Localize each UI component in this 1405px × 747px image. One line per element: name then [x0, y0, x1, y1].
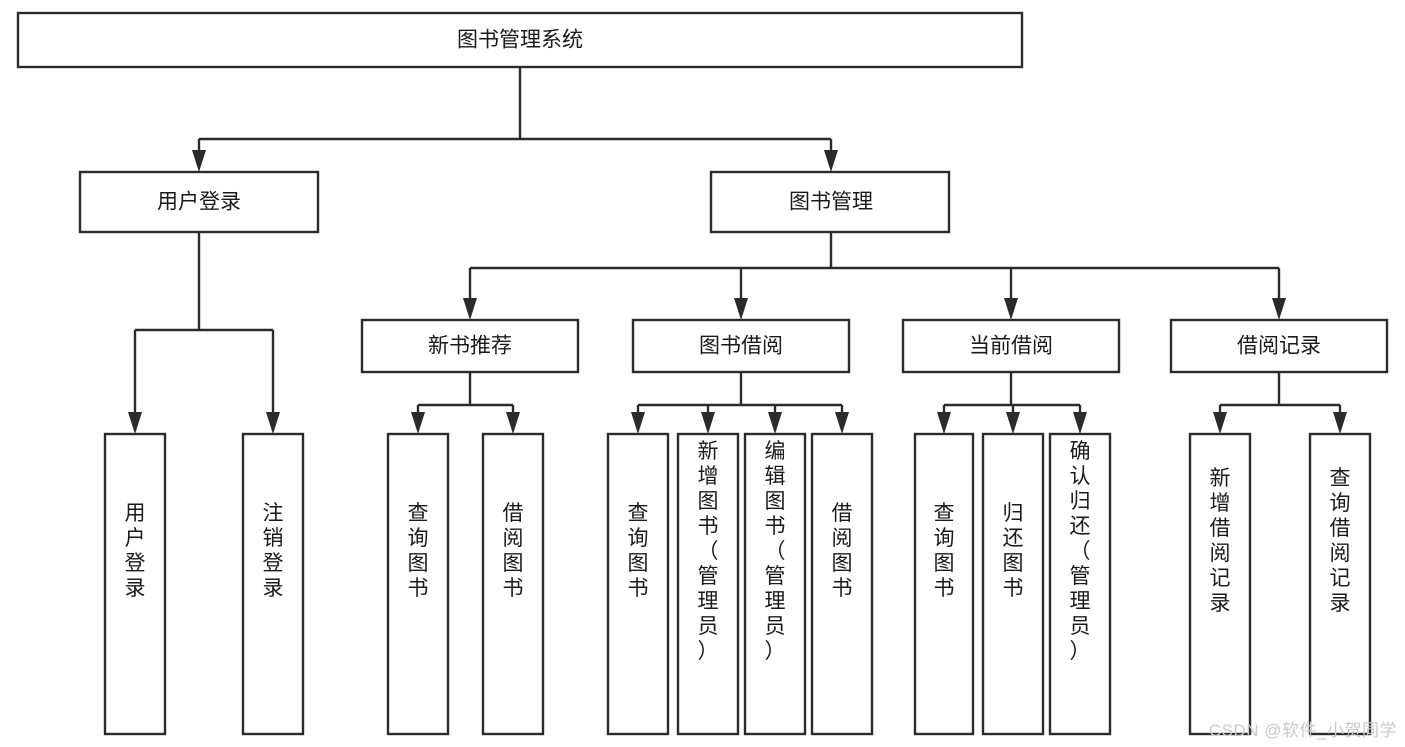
node-book-borrow-label: 图书借阅 [699, 335, 783, 358]
connector-group-root-to-level2 [192, 67, 838, 172]
leaf-node-return-book[interactable]: 归还图书 [981, 432, 1045, 736]
leaf-node-add-book-box [676, 432, 740, 736]
arrow-leaf-query-book-a [411, 412, 425, 434]
node-current-borrow[interactable]: 当前借阅 [901, 318, 1121, 374]
node-borrow-record-box [1169, 318, 1389, 374]
leaf-node-query-book-newbook-label: 查询图书 [408, 502, 429, 600]
leaf-node-add-book[interactable]: 新增图书（管理员） [676, 432, 740, 736]
leaf-node-user-login-label: 用户登录 [125, 502, 146, 600]
leaf-node-edit-book-box [743, 432, 807, 736]
leaf-node-query-book-current-box [913, 432, 975, 736]
node-borrow-record[interactable]: 借阅记录 [1169, 318, 1389, 374]
arrow-leaf-query-book-c [937, 412, 951, 434]
arrow-to-book-mgmt [824, 150, 838, 172]
leaf-node-return-book-box [981, 432, 1045, 736]
leaf-node-query-record[interactable]: 查询借阅记录 [1308, 432, 1372, 736]
node-book-management-box [709, 170, 951, 234]
leaf-node-query-record-label: 查询借阅记录 [1330, 467, 1351, 615]
node-book-management-label: 图书管理 [789, 191, 873, 214]
leaf-node-add-record-label: 新增借阅记录 [1210, 467, 1231, 615]
arrow-leaf-add-book [701, 412, 715, 434]
leaf-node-query-book-borrow[interactable]: 查询图书 [606, 432, 670, 736]
leaf-node-logout-box [241, 432, 305, 736]
leaf-node-borrow-book-borrow-label: 借阅图书 [832, 502, 853, 600]
arrow-to-new-book-rec [463, 298, 477, 320]
arrow-leaf-confirm-return [1073, 412, 1087, 434]
leaf-node-confirm-return[interactable]: 确认归还（管理员） [1048, 432, 1112, 736]
node-borrow-record-label: 借阅记录 [1237, 335, 1321, 358]
connector-group-userlogin-to-leaves [128, 232, 280, 434]
leaf-node-edit-book[interactable]: 编辑图书（管理员） [743, 432, 807, 736]
leaf-node-query-book-newbook-box [386, 432, 450, 736]
leaf-node-borrow-book-newbook[interactable]: 借阅图书 [481, 432, 545, 736]
arrow-leaf-query-record [1333, 412, 1347, 434]
node-user-login-box [78, 170, 320, 234]
node-user-login-label: 用户登录 [157, 191, 241, 214]
node-current-borrow-box [901, 318, 1121, 374]
node-user-login[interactable]: 用户登录 [78, 170, 320, 234]
leaf-node-user-login-box [103, 432, 167, 736]
leaf-node-query-book-current-label: 查询图书 [934, 502, 955, 600]
arrow-leaf-user-login [128, 412, 142, 434]
leaf-node-confirm-return-box [1048, 432, 1112, 736]
leaf-node-edit-book-label: 编辑图书（管理员） [765, 440, 786, 663]
connector-group-currentborrow-to-leaves [937, 372, 1087, 434]
leaf-node-logout-label: 注销登录 [263, 502, 284, 600]
arrow-to-borrow-record [1272, 298, 1286, 320]
arrow-leaf-add-record [1213, 412, 1227, 434]
leaf-node-borrow-book-newbook-label: 借阅图书 [503, 502, 524, 600]
arrow-to-user-login [192, 150, 206, 172]
leaf-node-query-record-box [1308, 432, 1372, 736]
leaf-node-query-book-borrow-box [606, 432, 670, 736]
arrow-to-book-borrow [734, 298, 748, 320]
node-book-management[interactable]: 图书管理 [709, 170, 951, 234]
node-root-label: 图书管理系统 [457, 29, 583, 52]
connector-group-bookmgmt-to-level3 [463, 232, 1286, 320]
leaf-node-return-book-label: 归还图书 [1003, 502, 1024, 600]
node-current-borrow-label: 当前借阅 [969, 335, 1053, 358]
connector-group-newbook-to-leaves [411, 372, 520, 434]
node-book-borrow[interactable]: 图书借阅 [631, 318, 851, 374]
leaf-node-query-book-borrow-label: 查询图书 [628, 502, 649, 600]
arrow-leaf-borrow-book-b [835, 412, 849, 434]
connector-group-borrowrecord-to-leaves [1213, 372, 1347, 434]
connector-group-bookborrow-to-leaves [631, 372, 849, 434]
arrow-leaf-borrow-book-a [506, 412, 520, 434]
node-new-book-recommend-label: 新书推荐 [428, 335, 512, 358]
arrow-to-current-borrow [1004, 298, 1018, 320]
leaf-node-confirm-return-label: 确认归还（管理员） [1070, 440, 1091, 663]
leaf-node-borrow-book-borrow-box [810, 432, 874, 736]
node-root-box [16, 11, 1024, 69]
node-new-book-recommend[interactable]: 新书推荐 [360, 318, 580, 374]
leaf-node-add-record[interactable]: 新增借阅记录 [1188, 432, 1252, 736]
leaf-node-user-login[interactable]: 用户登录 [103, 432, 167, 736]
arrow-leaf-return-book [1006, 412, 1020, 434]
leaf-node-logout[interactable]: 注销登录 [241, 432, 305, 736]
leaf-node-borrow-book-newbook-box [481, 432, 545, 736]
arrow-leaf-logout [266, 412, 280, 434]
arrow-leaf-query-book-b [631, 412, 645, 434]
node-new-book-recommend-box [360, 318, 580, 374]
leaf-node-add-record-box [1188, 432, 1252, 736]
node-root[interactable]: 图书管理系统 [16, 11, 1024, 69]
leaf-node-query-book-current[interactable]: 查询图书 [913, 432, 975, 736]
node-book-borrow-box [631, 318, 851, 374]
arrow-leaf-edit-book [768, 412, 782, 434]
leaf-node-query-book-newbook[interactable]: 查询图书 [386, 432, 450, 736]
leaf-node-borrow-book-borrow[interactable]: 借阅图书 [810, 432, 874, 736]
leaf-node-add-book-label: 新增图书（管理员） [698, 440, 719, 663]
